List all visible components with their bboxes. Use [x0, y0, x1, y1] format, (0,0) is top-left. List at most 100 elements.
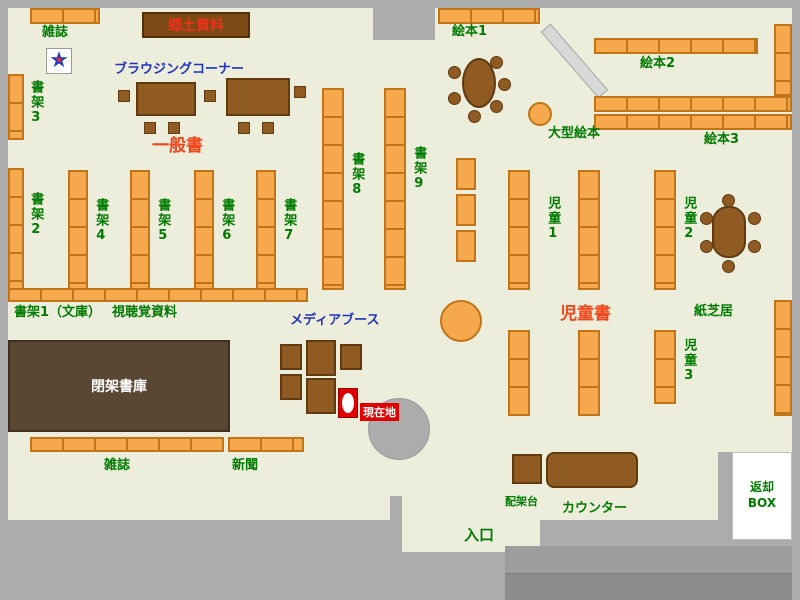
children-2-label: 児童2: [681, 196, 697, 243]
closed-stacks-room: 閉架書庫: [8, 340, 230, 432]
shelf9-label: 書架9: [411, 146, 427, 193]
shelf-bookcase-2: [8, 168, 24, 290]
shelf-bunko-av-row: [8, 288, 308, 302]
chair: [262, 122, 274, 134]
media-booth-unit: [340, 344, 362, 370]
large-picture-books-label: 大型絵本: [548, 126, 601, 141]
shelf-bookcase-7: [256, 170, 276, 290]
chair: [722, 194, 735, 207]
staging-table-desk: [512, 454, 542, 484]
shelf-picture-books-2: [594, 38, 758, 54]
media-booth-unit: [280, 374, 302, 400]
shelf-children-1a: [508, 170, 530, 290]
star-icon: ★: [49, 48, 69, 73]
shelf-children-3: [654, 330, 676, 404]
magazines-bottom-label: 雑誌: [104, 458, 131, 473]
chair: [748, 240, 761, 253]
shelf1-bunko-label: 書架1（文庫）: [14, 305, 102, 320]
chair: [722, 260, 735, 273]
shelf-magazines-bottom: [30, 437, 224, 452]
shelf-bookcase-4: [68, 170, 88, 290]
shelf3-label: 書架3: [28, 80, 44, 127]
shelf5-label: 書架5: [155, 198, 171, 245]
children-1-label: 児童1: [545, 196, 561, 243]
shelf-center-block-3: [456, 230, 476, 262]
chair: [168, 122, 180, 134]
shelf-right-wall-mid: [774, 300, 792, 416]
return-box-wall: [718, 452, 732, 540]
chair: [118, 90, 130, 102]
children-table: [712, 206, 746, 258]
media-booth-unit: [306, 340, 336, 376]
shelf-right-wall-top: [774, 24, 792, 96]
chair: [468, 110, 481, 123]
chair: [700, 212, 713, 225]
general-books-label: 一般書: [152, 136, 203, 156]
counter-desk: [546, 452, 638, 488]
media-booth-unit: [280, 344, 302, 370]
children-3-label: 児童3: [681, 338, 697, 385]
bottom-wall-left: [8, 520, 392, 540]
shelf-center-block-2: [456, 194, 476, 226]
shelf4-label: 書架4: [93, 198, 109, 245]
children-books-label: 児童書: [560, 304, 611, 324]
chair: [204, 90, 216, 102]
return-box-label-line1: 返却: [749, 480, 774, 495]
shelf-children-1b: [578, 170, 600, 290]
star-inner-icon: ★: [54, 55, 64, 67]
av-materials-label: 視聴覚資料: [112, 305, 178, 320]
chair: [748, 212, 761, 225]
shelf-magazines-top: [30, 8, 100, 24]
browsing-table-1: [136, 82, 196, 116]
shelf-bookcase-8: [322, 88, 344, 290]
return-box: 返却 BOX: [732, 452, 792, 540]
shelf-picture-books-1: [438, 8, 540, 24]
magazine-star-icon: ★ ★: [46, 48, 72, 74]
local-history-shelf: 郷土資料: [142, 12, 250, 38]
kamishibai-label: 紙芝居: [694, 304, 734, 319]
shelf7-label: 書架7: [281, 198, 297, 245]
shelf-bookcase-9: [384, 88, 406, 290]
top-pillar: [373, 8, 435, 40]
shelf-center-block-1: [456, 158, 476, 190]
shelf-children-2: [654, 170, 676, 290]
counter-label: カウンター: [562, 501, 628, 516]
chair: [700, 240, 713, 253]
entrance-wall-stub: [390, 496, 402, 540]
picture-books-3-label: 絵本3: [704, 132, 740, 147]
shelf-bookcase-3: [8, 74, 24, 140]
shelf-children-lower-b: [578, 330, 600, 416]
current-location-marker: [338, 388, 358, 418]
picture-books-2-label: 絵本2: [640, 56, 676, 71]
exterior-step-lower: [505, 573, 792, 600]
chair: [448, 66, 461, 79]
browsing-table-2: [226, 78, 290, 116]
chair: [490, 100, 503, 113]
media-booth-unit: [306, 378, 336, 414]
magazines-top-label: 雑誌: [42, 25, 69, 40]
return-box-label-line2: BOX: [747, 496, 777, 510]
shelf8-label: 書架8: [349, 152, 365, 199]
large-picture-book-stand: [528, 102, 552, 126]
exterior-step-upper: [505, 546, 792, 573]
shelf-newspaper: [228, 437, 304, 452]
shelf-picture-books-3b: [594, 114, 792, 130]
chair: [448, 92, 461, 105]
browsing-corner-label: ブラウジングコーナー: [114, 62, 245, 77]
entrance-label: 入口: [464, 526, 495, 544]
chair: [238, 122, 250, 134]
media-booth-label: メディアブース: [290, 313, 380, 328]
round-reading-table: [440, 300, 482, 342]
chair: [490, 56, 503, 69]
chair: [144, 122, 156, 134]
shelf-children-lower-a: [508, 330, 530, 416]
staging-table-label: 配架台: [505, 495, 538, 508]
shelf-bookcase-5: [130, 170, 150, 290]
shelf2-label: 書架2: [28, 192, 44, 239]
shelf6-label: 書架6: [219, 198, 235, 245]
current-location-label: 現在地: [360, 403, 399, 421]
current-location-dot: [342, 393, 354, 413]
chair: [498, 78, 511, 91]
picture-book-table: [462, 58, 496, 108]
